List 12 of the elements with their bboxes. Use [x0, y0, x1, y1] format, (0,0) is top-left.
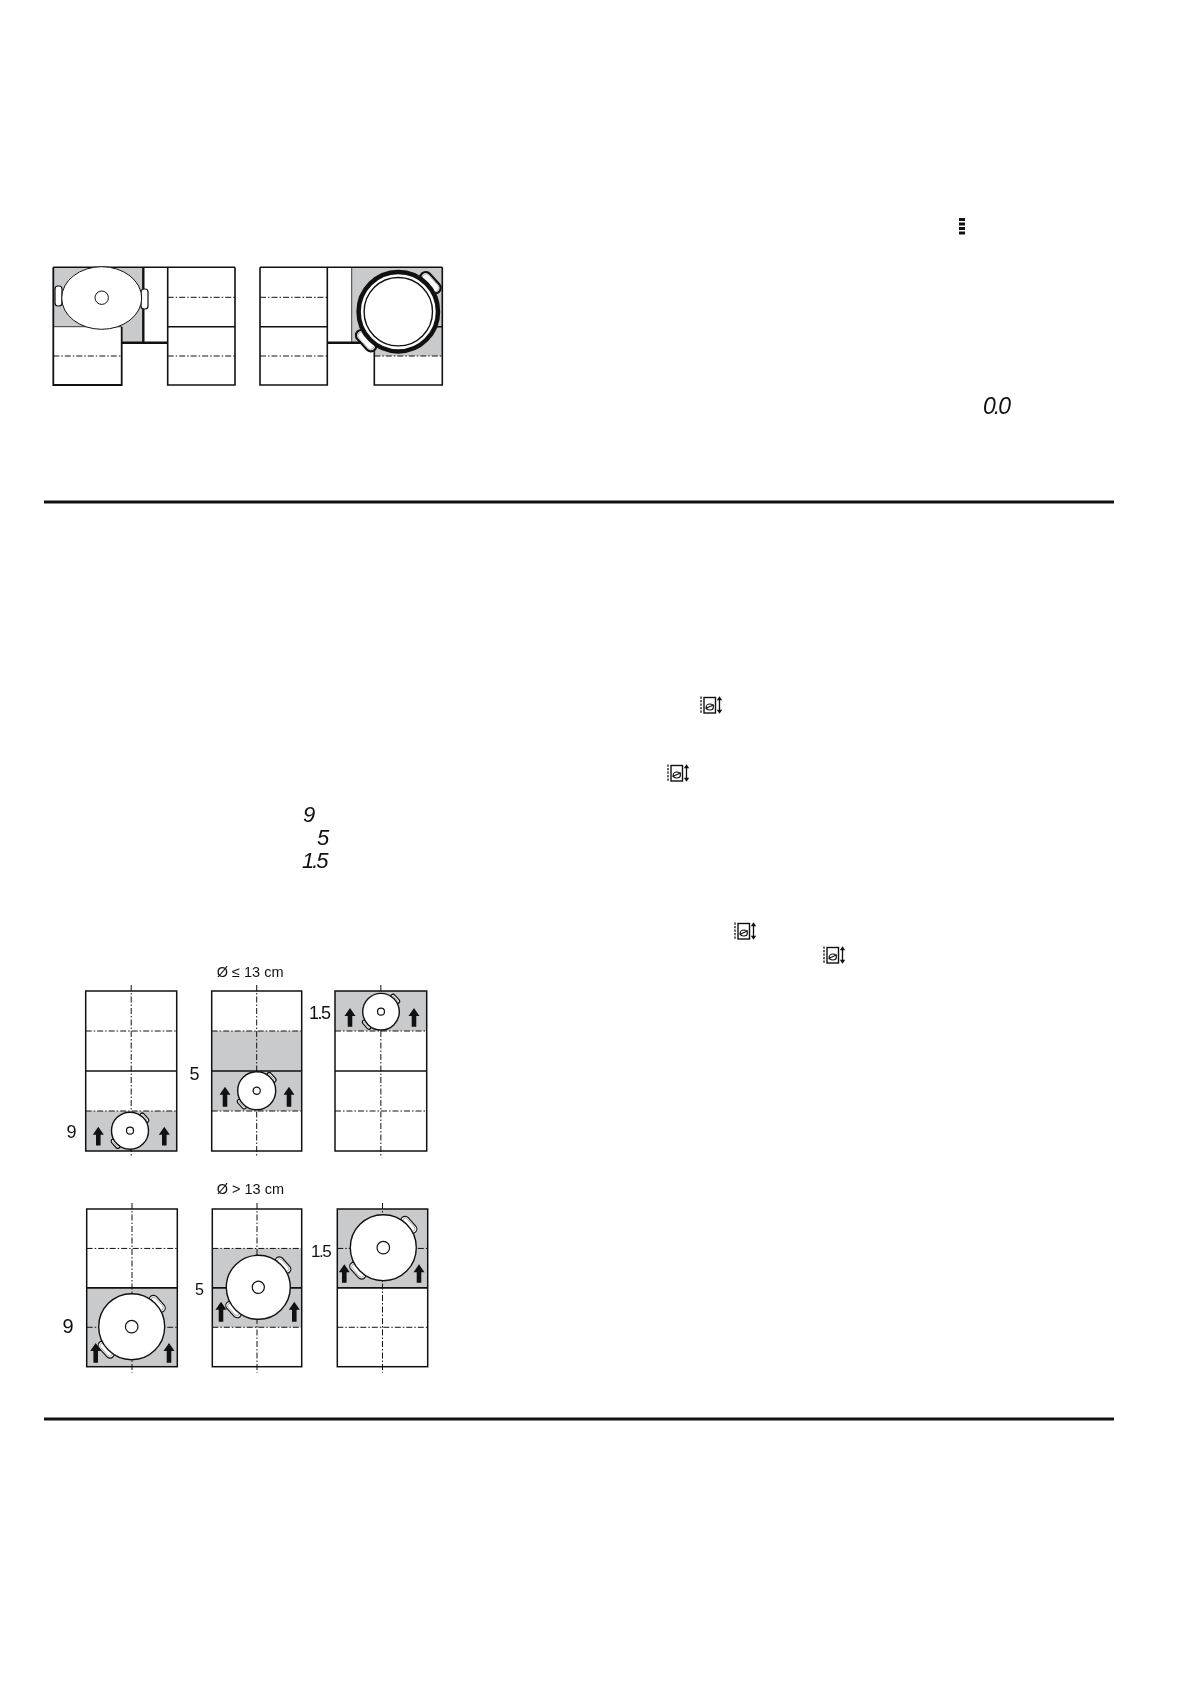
- display-digits: 1.5: [302, 850, 327, 873]
- power-level-label: 1.5: [311, 1242, 331, 1260]
- display-digits: 9: [303, 804, 316, 827]
- power-level-label: 5: [195, 1281, 204, 1298]
- power-level-label: 9: [62, 1316, 74, 1337]
- display-digits: 5: [317, 827, 330, 850]
- power-level-label: 5: [189, 1064, 200, 1083]
- diameter-label: Ø > 13 cm: [216, 1182, 284, 1197]
- power-level-label: 9: [66, 1122, 77, 1141]
- diameter-label: Ø ≤ 13 cm: [216, 964, 284, 980]
- display-reading: 0.0: [983, 394, 1009, 418]
- power-level-label: 1.5: [309, 1003, 330, 1022]
